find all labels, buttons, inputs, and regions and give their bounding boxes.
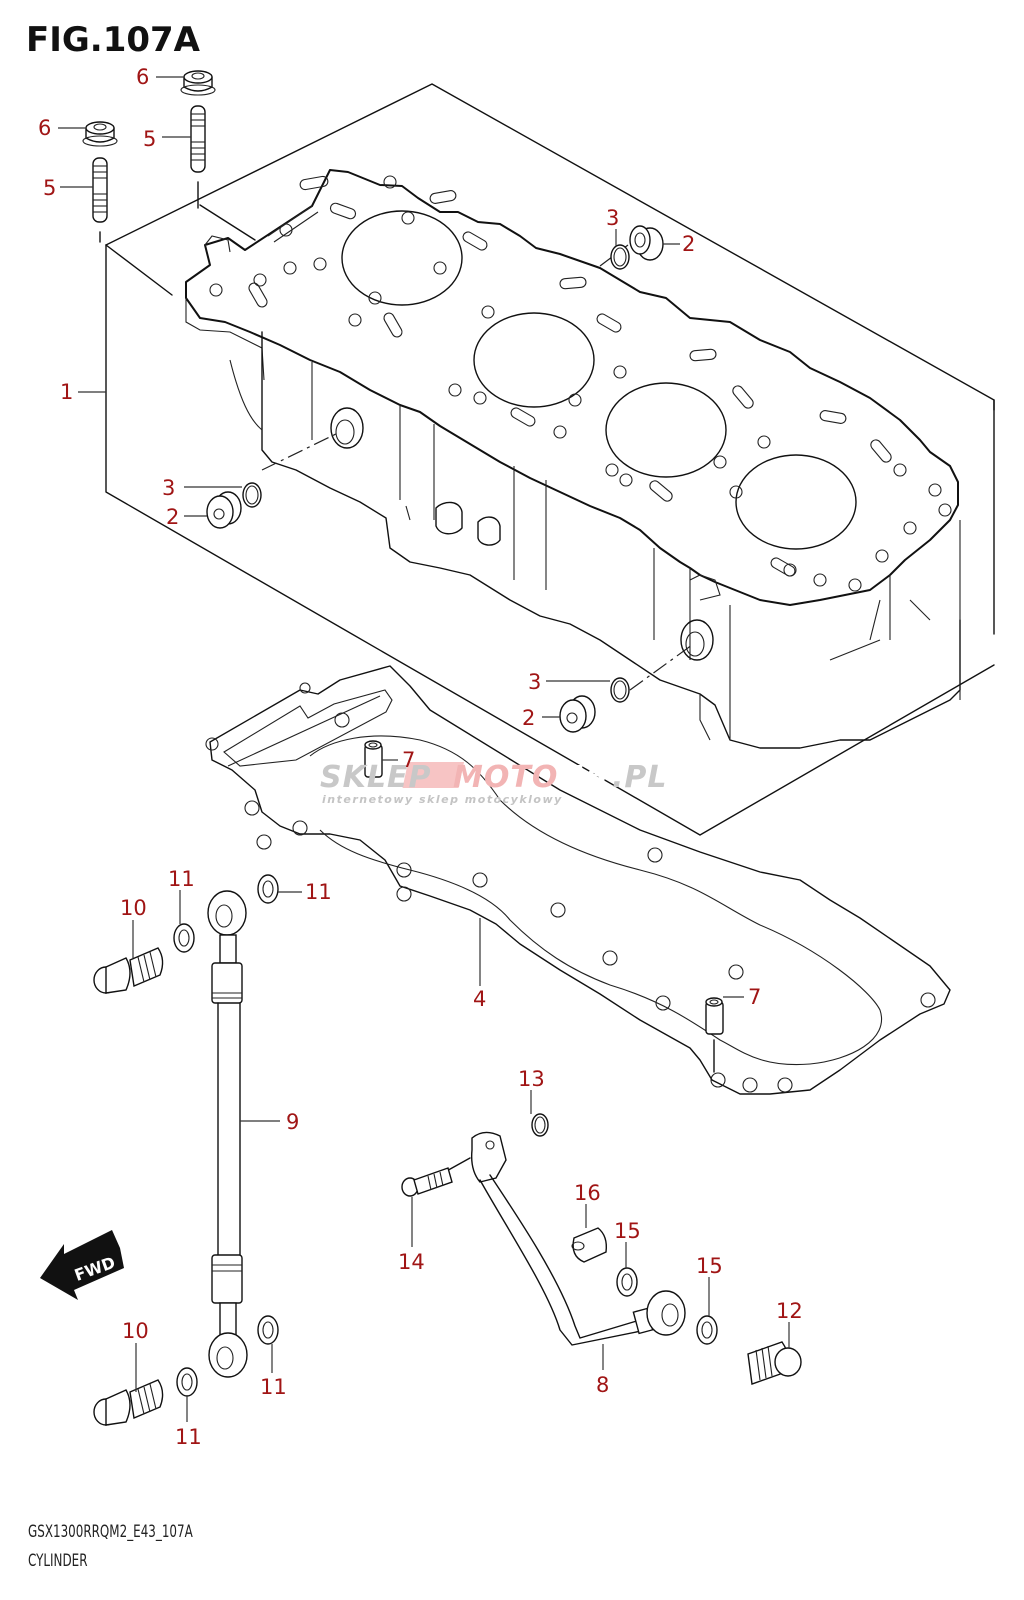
- cylinder-bore-1: [341, 210, 463, 306]
- callout-10: 10: [122, 1319, 149, 1343]
- plug-2-right: [559, 695, 596, 733]
- plug-2-left: [206, 491, 242, 529]
- callout-11: 11: [260, 1375, 287, 1399]
- callout-11: 11: [168, 867, 195, 891]
- callout-9: 9: [286, 1110, 299, 1134]
- callout-8: 8: [596, 1373, 609, 1397]
- model-code: GSX1300RRQM2_E43_107A: [28, 1522, 193, 1542]
- cylinder-base-gasket: [205, 665, 951, 1095]
- callout-13: 13: [518, 1067, 545, 1091]
- union-bolt-12: [747, 1341, 802, 1385]
- bolt-14: [401, 1167, 453, 1197]
- oil-pipe-8: [470, 1131, 686, 1346]
- callout-11: 11: [305, 880, 332, 904]
- washers-15: [616, 1267, 718, 1345]
- watermark-tagline: internetowy sklep motocyklowy: [322, 793, 563, 806]
- callout-3: 3: [162, 476, 175, 500]
- cylinder-bore-2: [473, 312, 595, 408]
- callout-2: 2: [682, 232, 695, 256]
- callout-15: 15: [696, 1254, 723, 1278]
- cylinder-bore-4: [735, 454, 857, 550]
- callout-6: 6: [38, 116, 51, 140]
- callout-7: 7: [748, 985, 761, 1009]
- callout-14: 14: [398, 1250, 425, 1274]
- callout-1: 1: [60, 380, 73, 404]
- figure-title: FIG.107A: [26, 20, 200, 60]
- callout-2: 2: [166, 505, 179, 529]
- leader-lines: [58, 76, 790, 1422]
- plug-2-top: [629, 225, 664, 261]
- nut-6-left: [82, 121, 118, 147]
- cylinder-block: [185, 169, 961, 749]
- stud-5-right: [190, 105, 206, 209]
- union-bolt-10-upper: [93, 947, 164, 994]
- union-bolt-10-lower: [93, 1379, 164, 1426]
- nut-6-right: [180, 70, 216, 96]
- callout-6: 6: [136, 65, 149, 89]
- cylinder-bore-3: [605, 382, 727, 478]
- washers-11: [173, 874, 279, 1397]
- forward-arrow-icon: FWD: [40, 1230, 124, 1300]
- callout-15: 15: [614, 1219, 641, 1243]
- callout-4: 4: [473, 987, 486, 1011]
- watermark: SKLEP MOTO 46 .PL internetowy sklep moto…: [320, 760, 668, 806]
- dowel-pin-7-lower: [705, 997, 724, 1073]
- callout-12: 12: [776, 1299, 803, 1323]
- callout-2: 2: [522, 706, 535, 730]
- callout-5: 5: [43, 176, 56, 200]
- callout-labels: 6 6 5 5 1 3 2 3 2 3 2 7 7 4 10 11 11 9 1…: [38, 65, 803, 1449]
- callout-11: 11: [175, 1425, 202, 1449]
- callout-5: 5: [143, 127, 156, 151]
- assembly-outline: [105, 83, 995, 836]
- callout-3: 3: [606, 206, 619, 230]
- watermark-prefix: SKLEP: [320, 760, 431, 795]
- callout-10: 10: [120, 896, 147, 920]
- oil-hose-9: [207, 890, 248, 1378]
- section-name: CYLINDER: [28, 1551, 88, 1571]
- callout-16: 16: [574, 1181, 601, 1205]
- watermark-suffix: .PL: [612, 760, 668, 795]
- stud-5-left: [92, 157, 108, 243]
- callout-3: 3: [528, 670, 541, 694]
- watermark-num: 46: [563, 760, 608, 795]
- watermark-mid: MOTO: [453, 760, 558, 795]
- callout-7: 7: [402, 748, 415, 772]
- sleeve-16: [571, 1227, 608, 1263]
- dowel-pin-7-upper: [364, 740, 383, 778]
